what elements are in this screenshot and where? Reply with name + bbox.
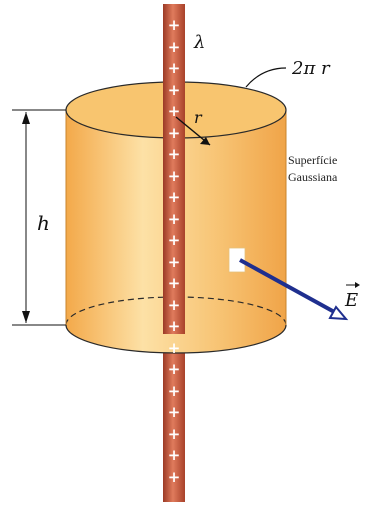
rod-charge-plus: +	[168, 167, 181, 185]
rod-charge-plus: +	[168, 145, 181, 163]
cylinder-bottom-front	[65, 324, 287, 354]
rod-charges: + + + + + + + + + + + + + + + + + + + + + +	[168, 16, 181, 486]
rod-charge-plus: +	[168, 382, 181, 400]
surface-label-line1: Superfície	[288, 153, 337, 167]
rod-charge-plus: +	[168, 339, 181, 357]
rod-charge-plus: +	[168, 124, 181, 142]
rod-charge-plus: +	[168, 102, 181, 120]
electric-field-vector	[239, 258, 339, 316]
rod-charge-plus: +	[168, 81, 181, 99]
rod-charge-plus: +	[168, 59, 181, 77]
rod-bottom	[163, 320, 185, 502]
rod-upper	[163, 4, 185, 334]
rod-charge-plus: +	[168, 403, 181, 421]
rod-charge-plus: +	[168, 317, 181, 335]
rod-charge-plus: +	[168, 210, 181, 228]
rod-charge-plus: +	[168, 360, 181, 378]
rod-charge-plus: +	[168, 38, 181, 56]
radius-label: r	[194, 108, 203, 127]
height-arrow-up	[22, 112, 30, 124]
rod-charge-plus: +	[168, 446, 181, 464]
field-label: E	[344, 290, 358, 311]
radius-arrowhead	[200, 137, 210, 145]
rod-charge-plus: +	[168, 253, 181, 271]
field-label-vector-arrow	[346, 282, 360, 288]
rod-charge-plus: +	[168, 16, 181, 34]
rod-charge-plus: +	[168, 425, 181, 443]
height-label: h	[37, 211, 50, 235]
rod-charge-plus: +	[168, 468, 181, 486]
circumference-leader	[245, 67, 287, 88]
height-arrow-down	[22, 311, 30, 323]
rod-charge-plus: +	[168, 188, 181, 206]
lambda-label: λ	[193, 32, 205, 53]
surface-label-line2: Gaussiana	[288, 170, 338, 184]
rod-charge-plus: +	[168, 296, 181, 314]
circumference-label: 2π r	[291, 58, 331, 79]
rod-charge-plus: +	[168, 231, 181, 249]
electric-field-arrowhead	[328, 305, 349, 321]
rod-charge-plus: +	[168, 274, 181, 292]
surface-patch	[228, 247, 246, 273]
